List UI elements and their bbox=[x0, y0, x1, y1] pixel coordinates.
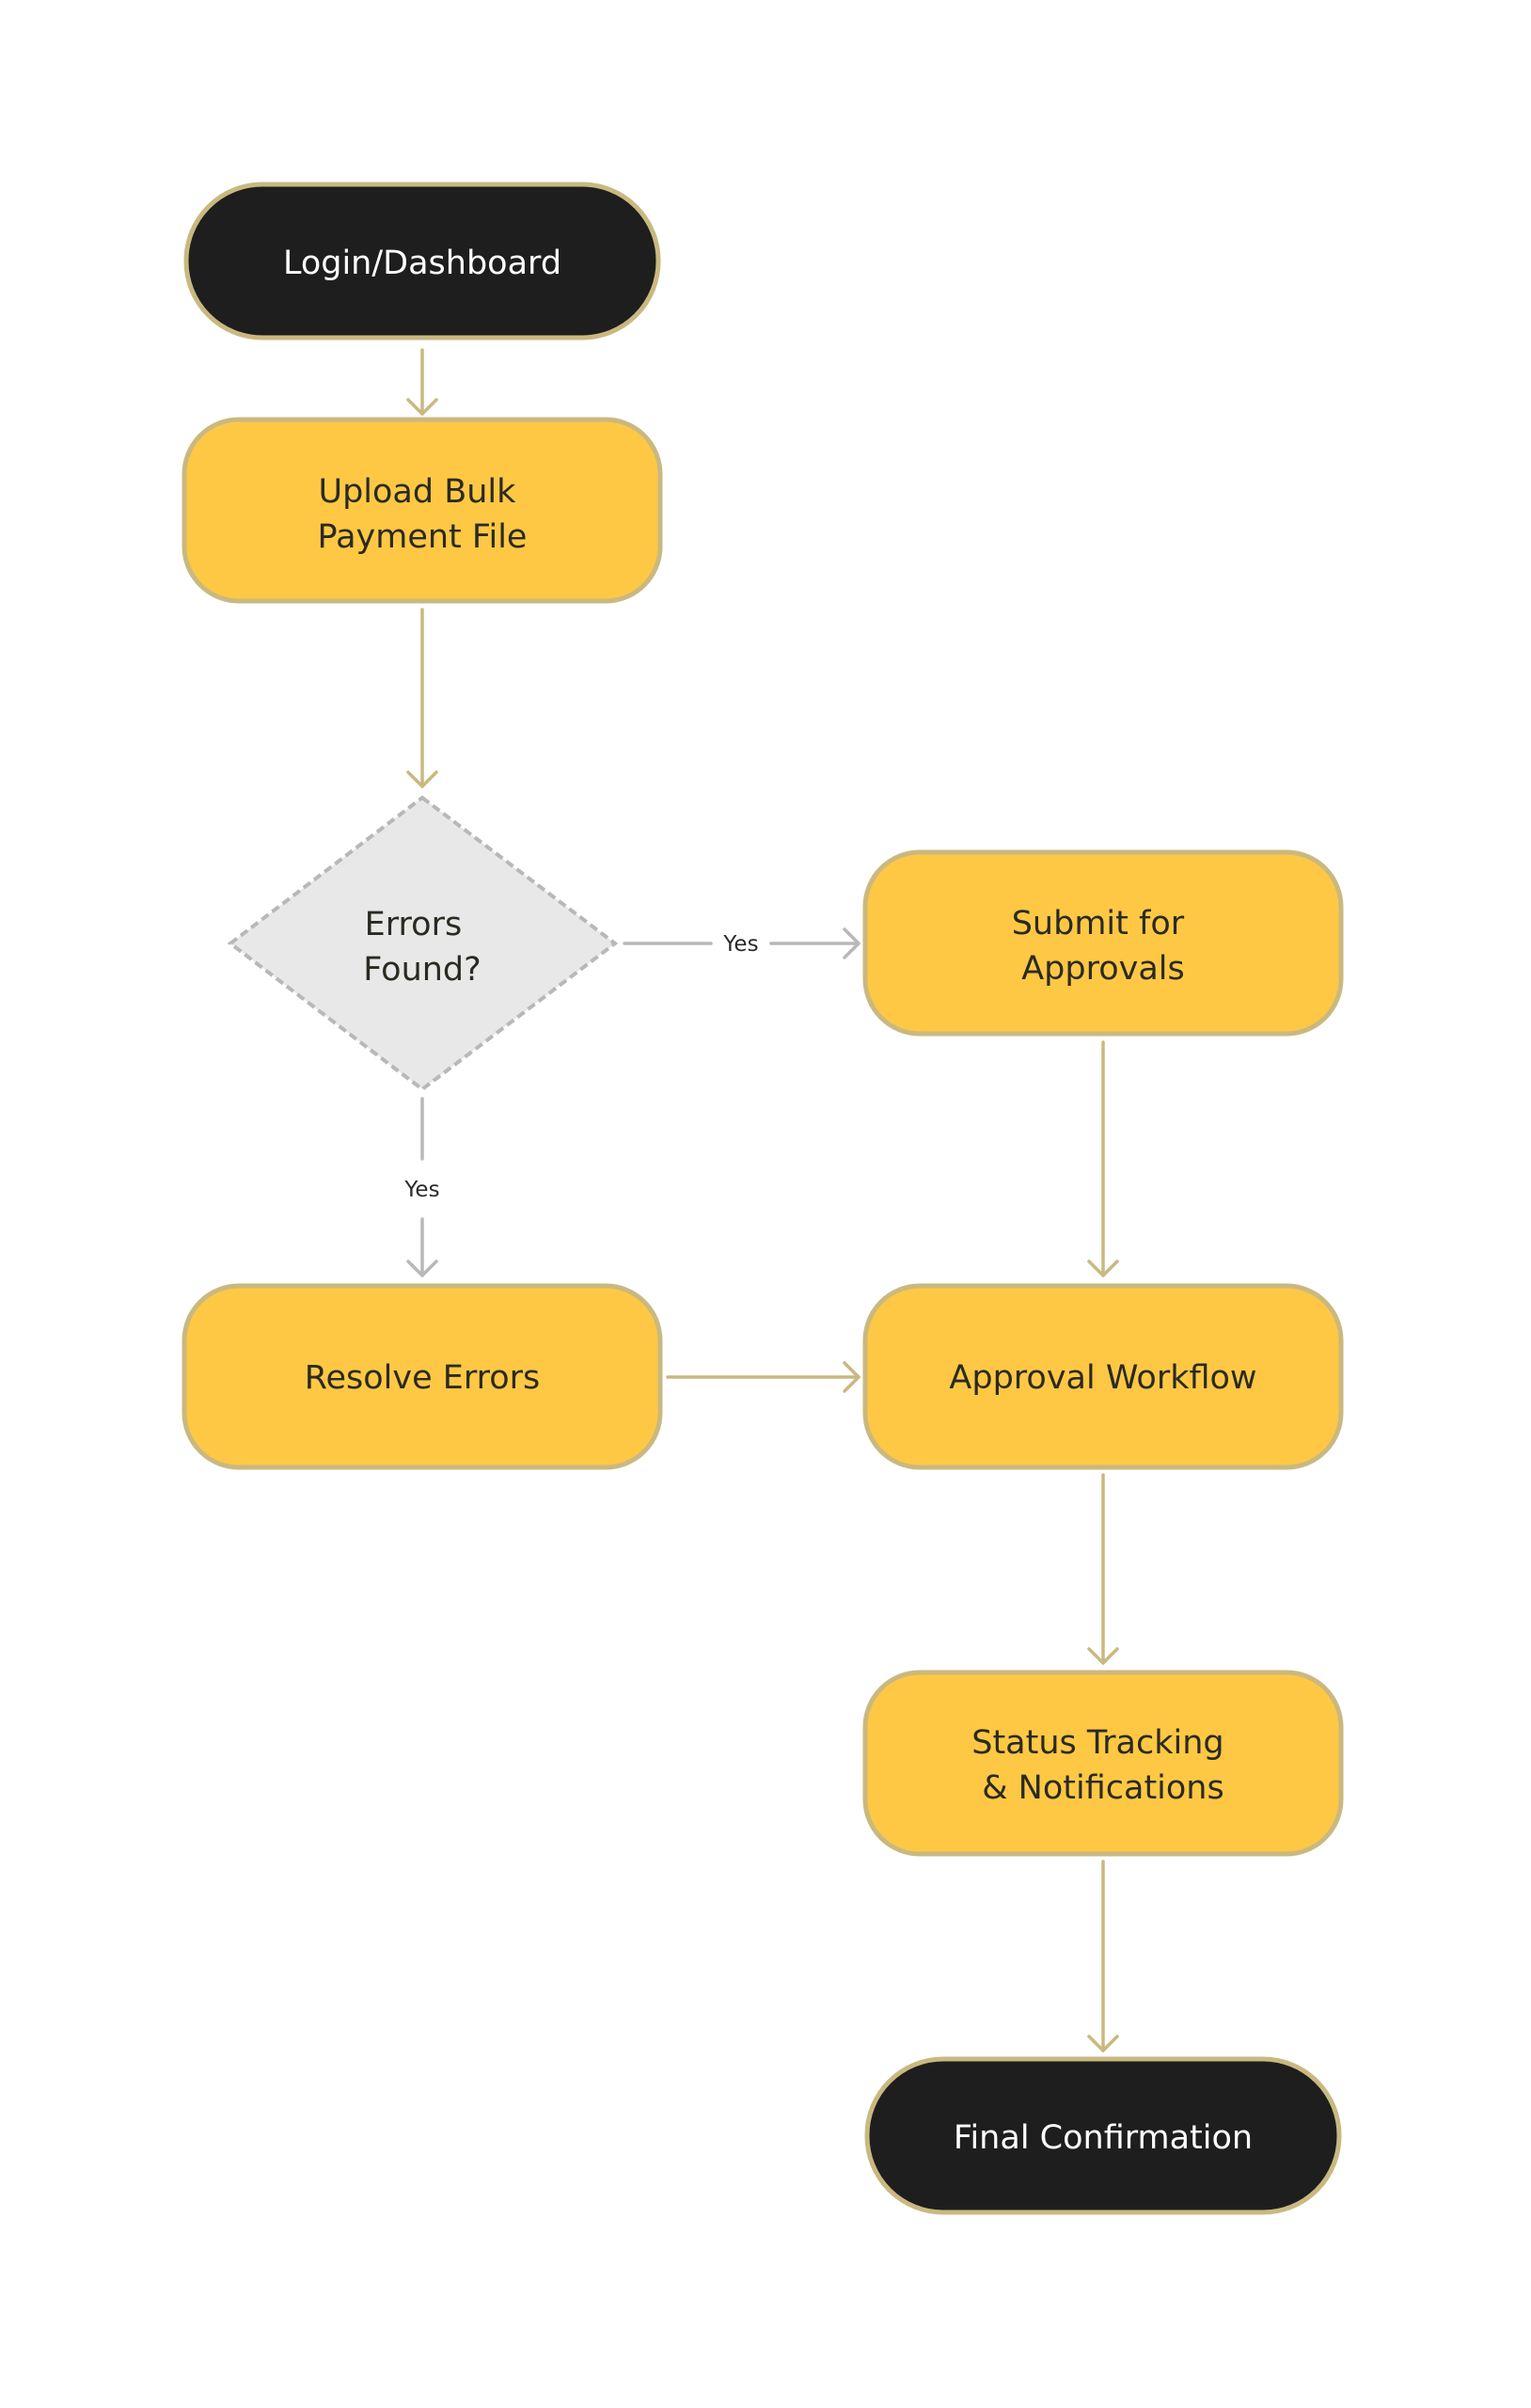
edge-label-yes-right: Yes bbox=[722, 932, 758, 957]
node-upload-label-line1: Upload Bulk bbox=[318, 473, 516, 511]
node-approval-label: Approval Workflow bbox=[949, 1359, 1256, 1397]
node-errors-decision: Errors Found? bbox=[227, 795, 619, 1092]
edge-upload-to-errors bbox=[406, 608, 438, 788]
node-submit-label-line2: Approvals bbox=[1021, 950, 1185, 988]
node-approval: Approval Workflow bbox=[862, 1283, 1344, 1470]
edge-approval-to-status bbox=[1087, 1473, 1119, 1665]
svg-text:Upload Bulk Payment File: Upload Bulk Payment File bbox=[318, 473, 528, 556]
node-errors-label-line1: Errors bbox=[365, 906, 463, 943]
svg-text:Submit for Approvals: Submit for Approvals bbox=[1012, 905, 1195, 988]
node-status-label-line2: & Notifications bbox=[982, 1769, 1223, 1807]
node-login: Login/Dashboard bbox=[183, 182, 661, 341]
edges bbox=[406, 348, 1119, 2052]
node-status: Status Tracking & Notifications bbox=[862, 1670, 1344, 1857]
node-final-label: Final Confirmation bbox=[954, 2119, 1253, 2157]
edge-resolve-to-approval bbox=[666, 1361, 860, 1393]
node-status-label-line1: Status Tracking bbox=[971, 1724, 1223, 1762]
node-upload-label-line2: Payment File bbox=[318, 518, 528, 556]
edge-status-to-final bbox=[1087, 1860, 1119, 2052]
edge-login-to-upload bbox=[406, 348, 438, 416]
node-login-label: Login/Dashboard bbox=[283, 245, 561, 282]
edge-errors-to-resolve bbox=[406, 1097, 438, 1277]
node-resolve: Resolve Errors bbox=[182, 1283, 663, 1470]
edge-errors-to-submit bbox=[623, 927, 860, 959]
svg-text:Status Tracking & Notifi: Status Tracking & Notifications bbox=[971, 1724, 1235, 1807]
node-upload: Upload Bulk Payment File bbox=[182, 417, 663, 604]
svg-text:Errors Found?: Errors Found? bbox=[363, 906, 481, 989]
node-submit-label-line1: Submit for bbox=[1012, 905, 1185, 943]
edge-submit-to-approval bbox=[1087, 1040, 1119, 1277]
node-submit: Submit for Approvals bbox=[862, 849, 1344, 1037]
edge-label-yes-down: Yes bbox=[403, 1178, 439, 1202]
node-errors-label-line2: Found? bbox=[363, 951, 481, 989]
node-resolve-label: Resolve Errors bbox=[305, 1359, 541, 1397]
node-final: Final Confirmation bbox=[864, 2056, 1342, 2215]
